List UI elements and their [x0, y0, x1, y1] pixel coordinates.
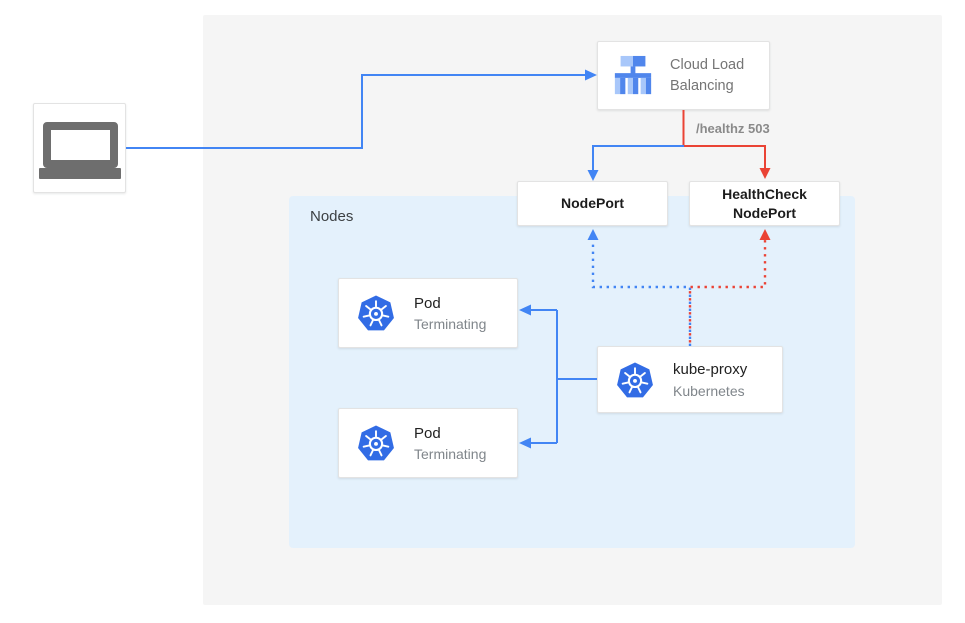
- kube-proxy-subtitle: Kubernetes: [673, 382, 745, 399]
- healthz-status-label: /healthz 503: [696, 121, 770, 136]
- pod-node-1: Pod Terminating: [338, 278, 518, 348]
- cloud-load-balancing-label: Cloud Load Balancing: [670, 57, 745, 94]
- nodeport-label: NodePort: [561, 195, 624, 212]
- nodes-group-label: Nodes: [310, 208, 354, 225]
- laptop-base-shape: [39, 168, 121, 179]
- pod-title: Pod: [414, 424, 441, 442]
- nodeport-node: NodePort: [517, 181, 668, 226]
- pod-status: Terminating: [414, 446, 487, 463]
- pod-title: Pod: [414, 294, 441, 312]
- laptop-screen-shape: [43, 122, 118, 168]
- client-node: [33, 103, 126, 193]
- kubernetes-icon: [617, 362, 653, 397]
- kubernetes-icon: [358, 425, 394, 461]
- pod-text: Pod Terminating: [414, 293, 486, 334]
- pod-node-2: Pod Terminating: [338, 408, 518, 478]
- healthcheck-nodeport-label: HealthCheck NodePort: [722, 186, 807, 221]
- load-balancer-icon: [614, 55, 652, 94]
- kubernetes-icon: [358, 295, 394, 331]
- kube-proxy-text: kube-proxy Kubernetes: [673, 359, 747, 400]
- pod-status: Terminating: [414, 316, 487, 333]
- pod-text: Pod Terminating: [414, 423, 486, 464]
- healthcheck-nodeport-node: HealthCheck NodePort: [689, 181, 840, 226]
- kube-proxy-node: kube-proxy Kubernetes: [597, 346, 783, 413]
- cloud-load-balancing-node: Cloud Load Balancing: [597, 41, 770, 110]
- kube-proxy-title: kube-proxy: [673, 361, 748, 379]
